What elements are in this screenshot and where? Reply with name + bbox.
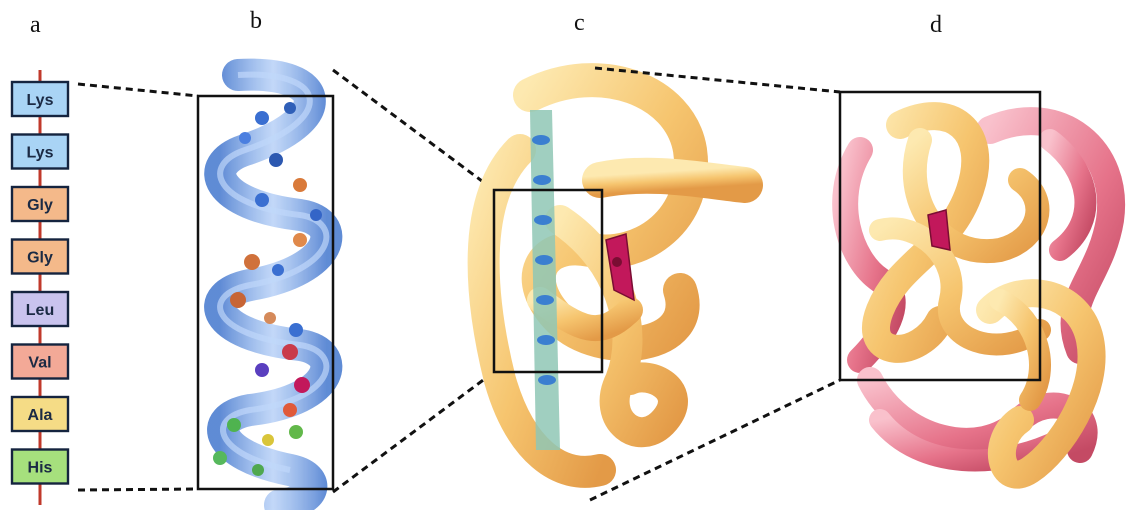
amino-acid-label: Leu <box>26 302 54 319</box>
amino-acid-lys: Lys <box>12 82 68 116</box>
tertiary-alpha-helix <box>530 110 560 450</box>
quaternary-structure-panel <box>840 92 1111 475</box>
connector-a-b-bottom <box>78 489 198 490</box>
heme-group-d <box>928 210 950 250</box>
tertiary-structure-panel <box>484 80 745 472</box>
amino-acid-val: Val <box>12 345 68 379</box>
amino-acid-label: Val <box>28 355 51 372</box>
amino-acid-ala: Ala <box>12 397 68 431</box>
amino-acid-label: Ala <box>28 407 53 424</box>
amino-acid-label: Lys <box>27 92 54 109</box>
amino-acid-gly: Gly <box>12 187 68 221</box>
panel-label-d: d <box>930 12 942 38</box>
connector-a-b-top <box>78 84 198 96</box>
amino-acid-label: Gly <box>27 250 53 267</box>
connector-b-c-bottom <box>333 372 494 492</box>
amino-acid-gly: Gly <box>12 240 68 274</box>
amino-acid-label: His <box>28 460 53 477</box>
amino-acid-his: His <box>12 450 68 484</box>
panel-label-b: b <box>250 8 262 34</box>
alpha-helix-panel <box>198 75 333 505</box>
amino-acid-label: Gly <box>27 197 53 214</box>
panel-label-a: a <box>30 12 41 38</box>
amino-acid-lys: Lys <box>12 135 68 169</box>
amino-acid-leu: Leu <box>12 292 68 326</box>
panel-label-c: c <box>574 10 585 36</box>
connector-b-c-top <box>333 70 494 190</box>
amino-acid-label: Lys <box>27 145 54 162</box>
